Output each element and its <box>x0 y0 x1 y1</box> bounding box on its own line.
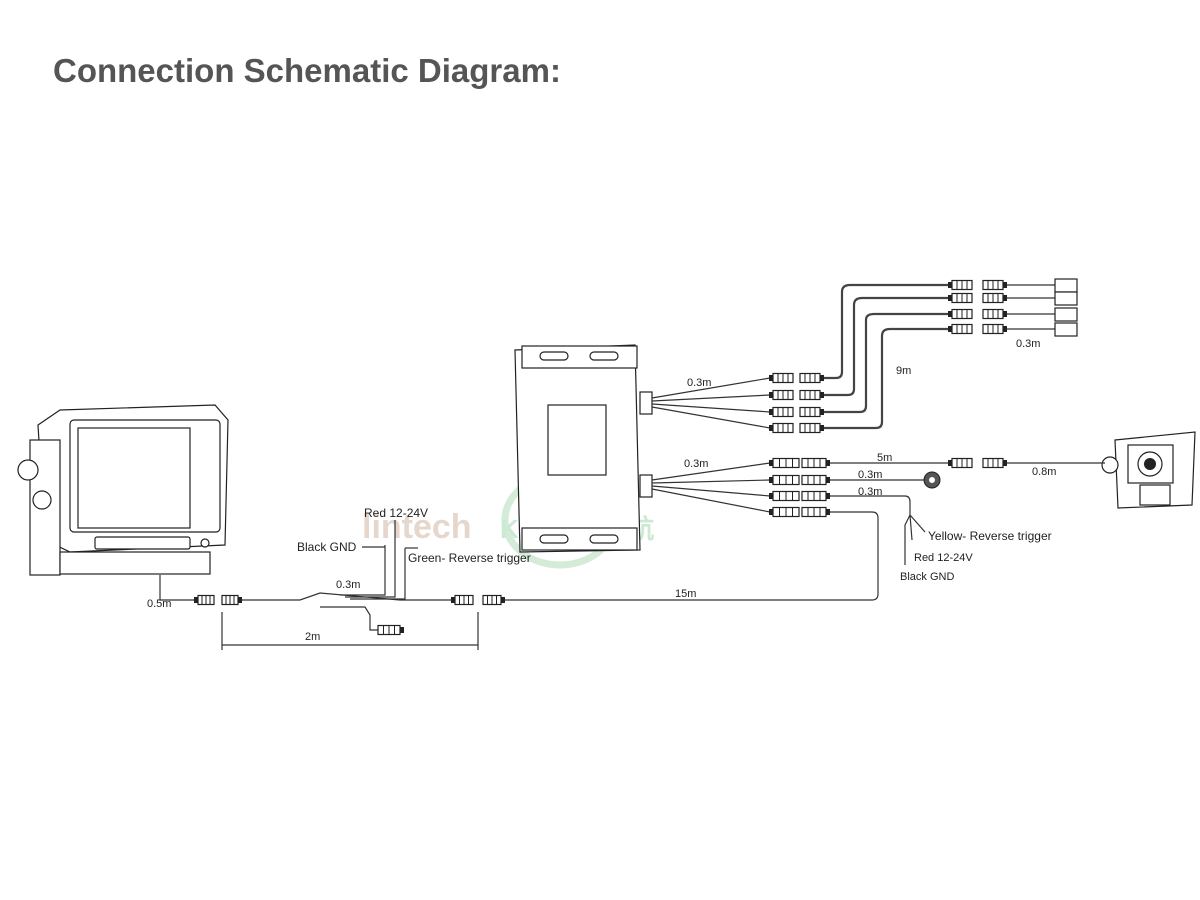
label-black-gnd: Black GND <box>297 540 357 554</box>
label-red-power: Red 12-24V <box>364 506 428 520</box>
connector-plug-icon <box>948 457 973 469</box>
connector-plug-icon <box>799 389 824 401</box>
label-bottom-outputs: 0.3m <box>684 458 708 470</box>
connector-plug-icon <box>982 292 1007 304</box>
connector-plug-icon <box>769 406 794 418</box>
connector-plug-icon <box>769 422 794 434</box>
connector-plug-icon <box>948 308 973 320</box>
svg-text:lintech: lintech <box>362 508 472 546</box>
connector-plug-icon <box>769 506 800 518</box>
connector-plug-icon <box>194 594 215 606</box>
label-top-outputs: 0.3m <box>687 377 711 389</box>
connector-plug-icon <box>769 490 800 502</box>
connector-plug-icon <box>769 457 800 469</box>
label-yellow-trigger: Yellow- Reverse trigger <box>928 529 1052 543</box>
connector-plug-icon <box>769 474 800 486</box>
connector-plug-icon <box>801 457 830 469</box>
connector-plug-icon <box>801 490 830 502</box>
connector-plug-icon <box>799 422 824 434</box>
connector-plug-icon <box>769 389 794 401</box>
connector-plug-icon <box>982 323 1007 335</box>
connector-plug-icon <box>948 279 973 291</box>
label-trigger-cable: 0.3m <box>858 486 882 498</box>
connector-plug-icon <box>451 594 474 606</box>
label-camera-pigtails: 0.3m <box>1016 338 1040 350</box>
label-monitor-cable: 0.5m <box>147 598 171 610</box>
connector-plug-icon <box>482 594 505 606</box>
label-camera-runs: 9m <box>896 365 911 377</box>
connector-plug-icon <box>221 594 242 606</box>
sensor-pod-icon <box>1054 307 1078 322</box>
sensor-pods <box>1054 278 1078 337</box>
wiring <box>159 283 1105 650</box>
label-red-power-2: Red 12-24V <box>914 552 973 564</box>
monitor-icon <box>17 404 229 576</box>
label-camera-extension: 5m <box>877 452 892 464</box>
microphone-icon <box>923 471 941 489</box>
label-power-split: 0.3m <box>336 579 360 591</box>
connector-plug-icon <box>799 372 824 384</box>
label-main-cable: 15m <box>675 588 696 600</box>
connector-plug-icon <box>801 474 830 486</box>
connector-plug-icon <box>982 279 1007 291</box>
label-camera-pigtail: 0.8m <box>1032 466 1056 478</box>
connector-plug-icon <box>799 406 824 418</box>
label-extension-2m: 2m <box>305 631 320 643</box>
label-black-gnd-2: Black GND <box>900 571 954 583</box>
label-green-trigger: Green- Reverse trigger <box>408 551 531 565</box>
connector-plug-icon <box>948 323 973 335</box>
control-box-icon <box>514 344 653 553</box>
sensor-pod-icon <box>1054 278 1078 293</box>
camera-icon <box>1101 431 1196 509</box>
page-title: Connection Schematic Diagram: <box>53 52 561 89</box>
connectors <box>194 279 1007 636</box>
label-mic-cable: 0.3m <box>858 469 882 481</box>
connector-plug-icon <box>948 292 973 304</box>
connector-plug-icon <box>801 506 830 518</box>
sensor-pod-icon <box>1054 291 1078 306</box>
connector-plug-icon <box>769 372 794 384</box>
connector-plug-icon <box>982 457 1007 469</box>
connector-plug-icon <box>377 624 404 636</box>
sensor-pod-icon <box>1054 322 1078 337</box>
connector-plug-icon <box>982 308 1007 320</box>
